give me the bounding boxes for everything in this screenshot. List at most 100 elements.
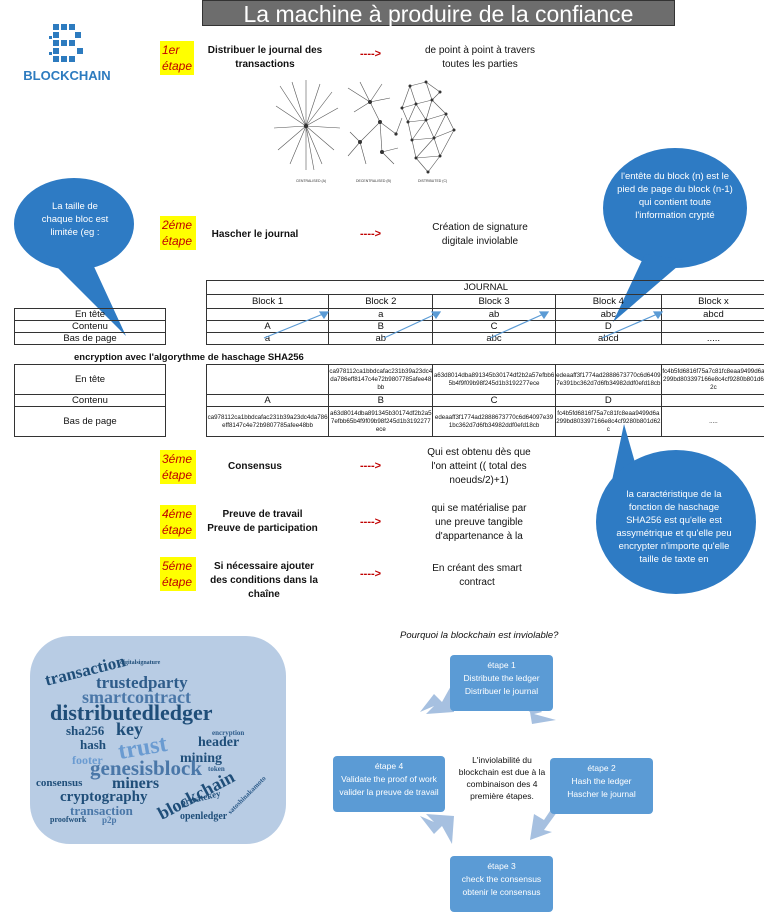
blockchain-b-icon <box>49 24 83 62</box>
word: header <box>198 735 240 750</box>
word: sha256 <box>66 723 105 738</box>
network-label-decentralised: DECENTRALISED (B) <box>356 179 391 183</box>
word: cryptography <box>60 789 148 805</box>
chain-link-arrows <box>263 311 664 339</box>
journal-cell: abc <box>432 332 556 345</box>
word: smartcontract <box>82 687 191 707</box>
journal-row-footer: Bas de page a ab abc abcd ..... <box>14 332 764 345</box>
word: miners <box>112 775 160 792</box>
word: consensus <box>36 777 83 789</box>
word: hash <box>80 737 107 752</box>
hash-cell: ca978112ca1bbdcafac231b39a23dc4da786eff8… <box>328 364 434 395</box>
word: p2p <box>102 815 117 825</box>
encryption-row-label: Contenu <box>13 394 167 407</box>
word: digitalsignature <box>120 660 161 666</box>
hash-cell: fc4b5fd6816f75a7c81fc8eaa9499d6a299bd803… <box>554 406 662 437</box>
logo-text: BLOCKCHAIN <box>23 68 111 83</box>
encryption-cell: A <box>205 394 330 407</box>
network-label-distributed: DISTRIBUTED (C) <box>418 179 447 183</box>
encryption-row-content: Contenu A B C D <box>13 394 764 407</box>
step-1-name: Distribuer le journal des transactions <box>207 45 323 70</box>
step-3-name: Consensus <box>228 461 282 472</box>
encryption-row-label: Bas de page <box>13 406 167 437</box>
word: distributedledger <box>50 700 213 725</box>
cycle-box-step-3: étape 3 check the consensus obtenir le c… <box>450 856 553 912</box>
encryption-row-footer: Bas de page ca978112ca1bbdcafac231b39a23… <box>13 406 764 437</box>
step-1-label: 1er étape <box>160 41 194 75</box>
cycle-center-text: L'inviolabilité du blockchain est due à … <box>458 755 546 801</box>
word: key <box>116 719 143 739</box>
hash-cell: a63d8014dba891345b30174df2b2a57efbb65b4f… <box>328 406 434 437</box>
journal-cell: a <box>205 332 330 345</box>
step-4-arrow: ----> <box>360 516 382 528</box>
hash-cell: edeaaff3f1774ad2888673770c6d64097e391bc3… <box>432 406 556 437</box>
word: proofwork <box>50 815 87 824</box>
left-bubble-text: La taille de chaque bloc est limitée (eg… <box>41 201 109 238</box>
encryption-row-header: En tête ca978112ca1bbdcafac231b39a23dc4d… <box>13 364 764 395</box>
encryption-row-label: En tête <box>13 364 167 395</box>
cycle-box-step-2: étape 2 Hash the ledger Hascher le journ… <box>550 758 653 814</box>
journal-row-label: Contenu <box>14 320 166 333</box>
cycle-box-title: étape 2 <box>587 763 616 773</box>
encryption-cell: B <box>328 394 434 407</box>
journal-title: JOURNAL <box>205 280 764 295</box>
cycle-box-fr: Distribuer le journal <box>464 686 539 696</box>
word: trustedparty <box>96 673 188 692</box>
encryption-table: En tête ca978112ca1bbdcafac231b39a23dc4d… <box>13 364 764 437</box>
hash-cell: fc4b5fd6816f75a7c81fc8eaa9499d6a299bd803… <box>660 364 764 395</box>
encryption-cell: C <box>432 394 556 407</box>
step-4-label: 4éme étape <box>160 505 196 539</box>
journal-row-label: En tête <box>14 308 166 321</box>
journal-row-label: Bas de page <box>14 332 166 345</box>
word: encryption <box>212 729 245 737</box>
word-cloud: transaction digitalsignature trustedpart… <box>30 636 286 844</box>
cycle-box-fr: Hascher le journal <box>567 789 636 799</box>
step-2-name: Hascher le journal <box>211 229 299 240</box>
word: genesisblock <box>90 756 203 780</box>
step-3-arrow: ----> <box>360 460 382 472</box>
cycle-box-title: étape 1 <box>487 660 516 670</box>
word: transaction <box>70 803 133 818</box>
cycle-box-step-1: étape 1 Distribute the ledger Distribuer… <box>450 655 553 711</box>
cycle-box-en: Hash the ledger <box>571 776 632 786</box>
cycle-box-title: étape 4 <box>374 761 404 771</box>
right-bottom-bubble-shape <box>596 424 756 594</box>
step-5-arrow: ----> <box>360 568 382 580</box>
step-2-label: 2éme étape <box>160 216 196 250</box>
cycle-box-fr: valider la preuve de travail <box>339 787 439 797</box>
step-5-label: 5éme étape <box>160 557 196 591</box>
network-label-centralised: CENTRALISED (A) <box>296 179 326 183</box>
cycle-box-en: Validate the proof of work <box>341 774 437 784</box>
hash-cell <box>205 364 330 395</box>
blockchain-logo: BLOCKCHAIN <box>14 20 120 90</box>
word: footer <box>72 753 103 767</box>
page-title: La machine à produire de la confiance <box>202 0 675 27</box>
network-topology-diagram: CENTRALISED (A) DECENTRALISED (B) DISTRI… <box>273 80 456 183</box>
right-bottom-bubble-text: la caractéristique de la fonction de has… <box>616 489 732 565</box>
step-4-description: qui se matérialise par une preuve tangib… <box>431 503 527 542</box>
journal-row-content: Contenu A B C D <box>14 320 764 333</box>
step-5-name: Si nécessaire ajouter des conditions dan… <box>210 561 318 600</box>
journal-table: JOURNAL Block 1 Block 2 Block 3 Block 4 … <box>14 280 764 345</box>
step-3-label: 3éme étape <box>160 450 196 484</box>
step-4-name: Preuve de travail Preuve de participatio… <box>207 509 318 534</box>
cycle-box-step-4: étape 4 Validate the proof of work valid… <box>333 756 445 812</box>
cycle-box-en: check the consensus <box>461 874 542 884</box>
word: token <box>208 765 225 773</box>
cycle-box-title: étape 3 <box>487 861 516 871</box>
right-top-bubble-text: l'entête du block (n) est le pied de pag… <box>617 171 733 221</box>
step-1-description: de point à point à travers toutes les pa… <box>424 45 536 70</box>
cycle-box-fr: obtenir le consensus <box>462 887 541 897</box>
journal-cell: abcd <box>554 332 662 345</box>
word: openledger <box>180 811 228 822</box>
step-3-description: Qui est obtenu dès que l'on atteint (( t… <box>427 447 531 486</box>
word: mining <box>180 751 223 766</box>
hash-cell: a63d8014dba891345b30174df2b2a57efbb65b4f… <box>432 364 556 395</box>
hash-cell: ca978112ca1bbdcafac231b39a23dc4da786eff8… <box>205 406 330 437</box>
encryption-caption: encryption avec l'algorythme de haschage… <box>74 352 304 363</box>
step-5-description: En créant des smart contract <box>432 563 522 588</box>
step-2-description: Création de signature digitale inviolabl… <box>432 222 528 247</box>
cycle-box-en: Distribute the ledger <box>463 673 540 683</box>
step-2-arrow: ----> <box>360 228 382 240</box>
journal-cell: ..... <box>660 332 764 345</box>
